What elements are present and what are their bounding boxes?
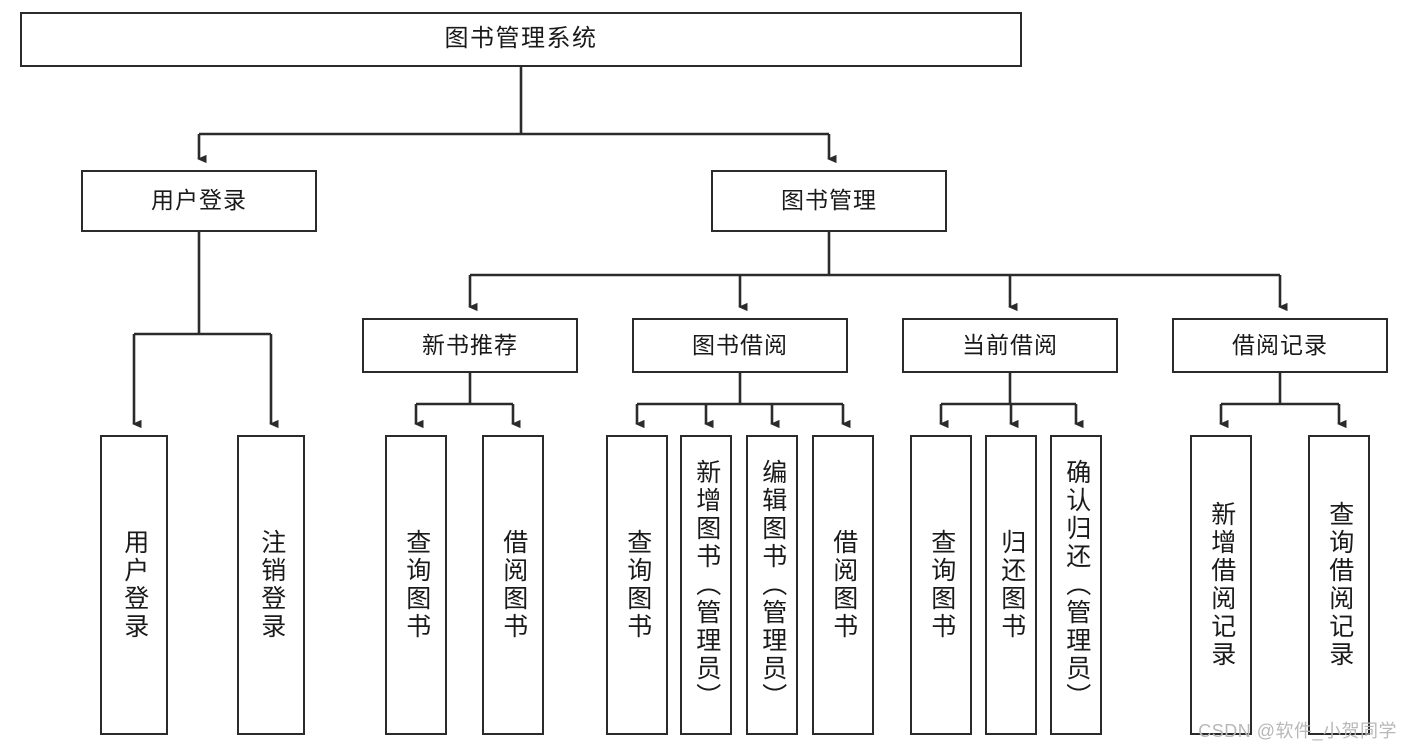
node-label: 借阅记录 (1232, 331, 1328, 358)
node-label: 借阅图书 (499, 529, 528, 641)
node-label: 用户登录 (120, 529, 149, 641)
node-label: 归还图书 (997, 529, 1026, 641)
node-label: 图书管理系统 (444, 25, 598, 53)
watermark-text: CSDN @软件_小贺同学 (1198, 721, 1397, 741)
node-root[interactable]: 图书管理系统 (20, 12, 1022, 67)
node-leaf-user-logout[interactable]: 注销登录 (237, 435, 305, 735)
node-leaf-confirm-return[interactable]: 确认归还（管理员） (1050, 435, 1102, 735)
node-label: 查询图书 (927, 529, 956, 641)
node-leaf-add-record[interactable]: 新增借阅记录 (1190, 435, 1252, 735)
node-leaf-query-book-borrow[interactable]: 查询图书 (606, 435, 668, 735)
node-label: 借阅图书 (829, 529, 858, 641)
node-label: 查询图书 (402, 529, 431, 641)
node-user-login[interactable]: 用户登录 (81, 170, 317, 232)
node-leaf-edit-book[interactable]: 编辑图书（管理员） (746, 435, 798, 735)
node-label: 当前借阅 (962, 331, 1058, 358)
node-leaf-borrow-book-rec[interactable]: 借阅图书 (482, 435, 544, 735)
node-leaf-borrow-book[interactable]: 借阅图书 (812, 435, 874, 735)
node-current-borrow[interactable]: 当前借阅 (902, 318, 1118, 373)
node-label: 查询图书 (623, 529, 652, 641)
node-label: 图书借阅 (692, 331, 788, 358)
node-label: 图书管理 (781, 187, 877, 214)
node-label: 新增图书（管理员） (692, 459, 721, 711)
node-leaf-add-book[interactable]: 新增图书（管理员） (680, 435, 732, 735)
node-leaf-return-book[interactable]: 归还图书 (985, 435, 1037, 735)
node-label: 编辑图书（管理员） (758, 459, 787, 711)
node-new-book-rec[interactable]: 新书推荐 (362, 318, 578, 373)
node-label: 新增借阅记录 (1207, 501, 1236, 669)
node-label: 确认归还（管理员） (1062, 459, 1091, 711)
node-leaf-query-book-rec[interactable]: 查询图书 (385, 435, 447, 735)
node-book-borrow[interactable]: 图书借阅 (632, 318, 848, 373)
node-book-manage[interactable]: 图书管理 (711, 170, 947, 232)
node-label: 用户登录 (151, 187, 247, 214)
node-label: 注销登录 (257, 529, 286, 641)
node-leaf-user-login[interactable]: 用户登录 (100, 435, 168, 735)
node-label: 查询借阅记录 (1325, 501, 1354, 669)
node-leaf-query-book-cur[interactable]: 查询图书 (910, 435, 972, 735)
node-label: 新书推荐 (422, 331, 518, 358)
node-leaf-query-record[interactable]: 查询借阅记录 (1308, 435, 1370, 735)
node-borrow-record[interactable]: 借阅记录 (1172, 318, 1388, 373)
